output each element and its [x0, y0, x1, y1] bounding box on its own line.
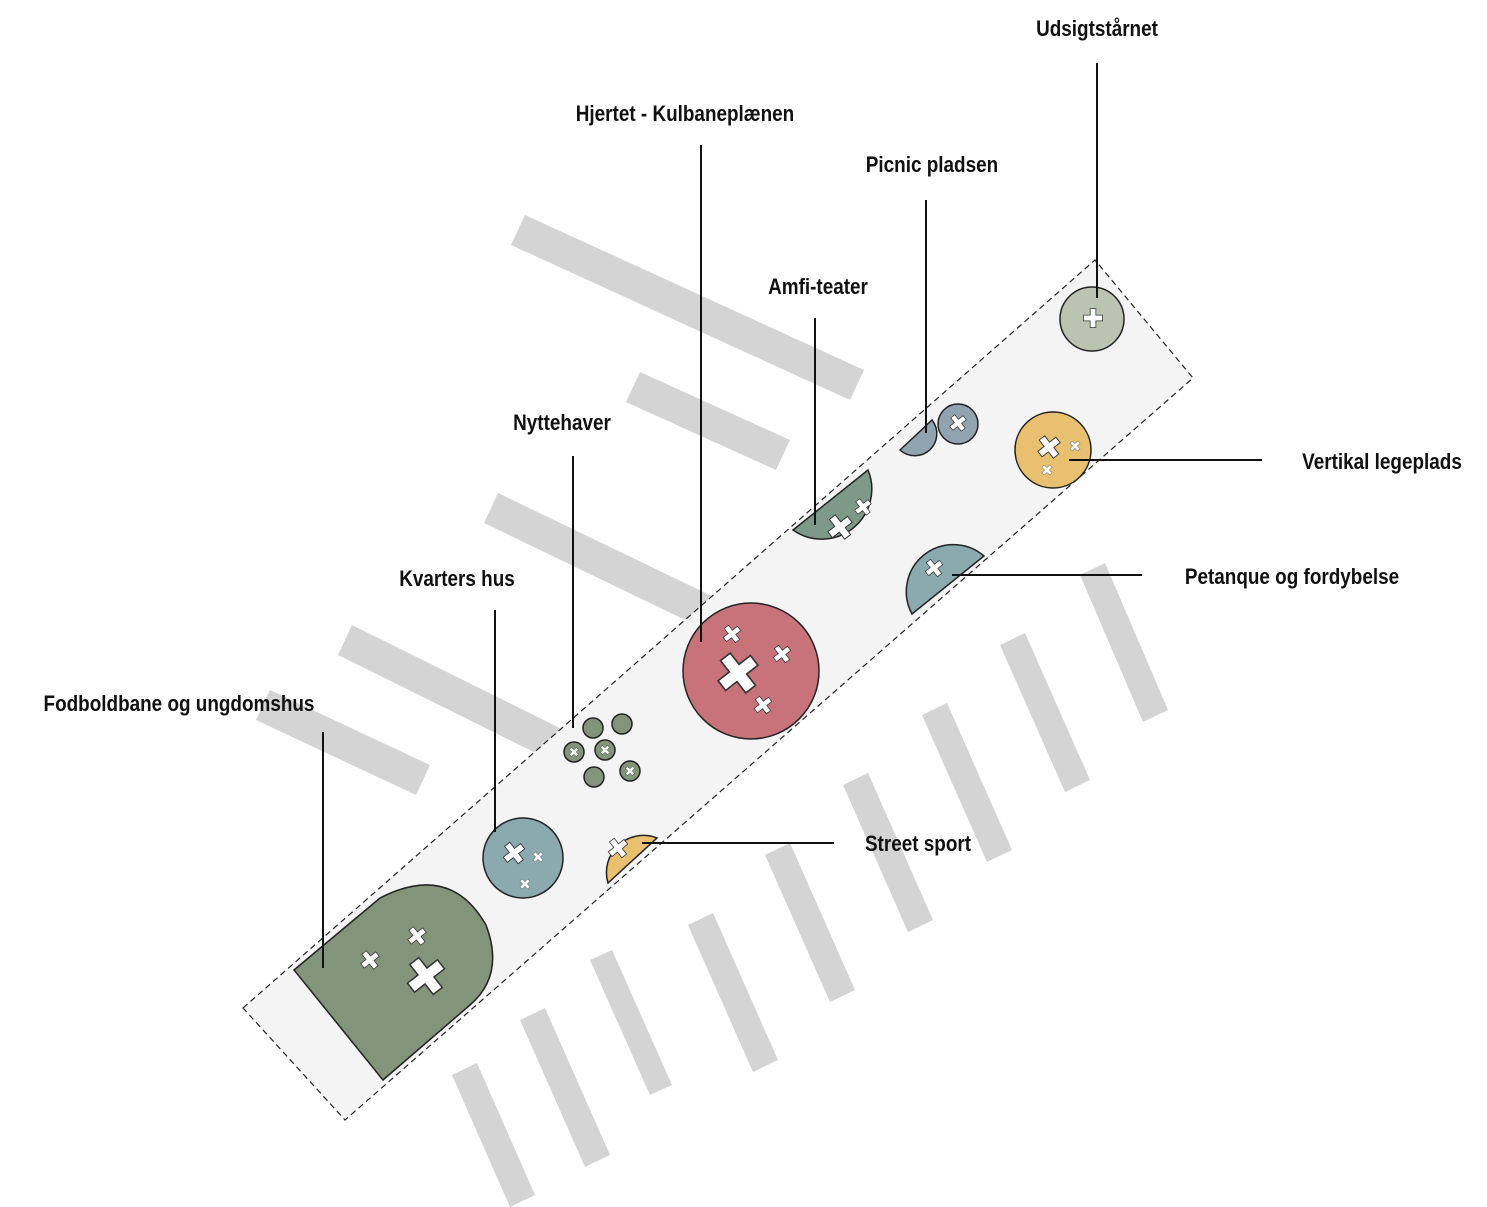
label-amfi-teater: Amfi-teater	[768, 275, 868, 300]
context-bar	[765, 843, 855, 1002]
context-bar	[590, 950, 672, 1095]
label-hjertet: Hjertet - Kulbaneplænen	[576, 102, 794, 127]
zone-shape	[292, 884, 494, 1082]
label-udsigtstarnet: Udsigtstårnet	[1036, 17, 1158, 42]
context-bar	[520, 1008, 610, 1167]
zone-street-sport	[603, 833, 659, 885]
garden-plot	[583, 766, 605, 788]
context-bar	[626, 372, 790, 470]
context-bar	[688, 913, 778, 1072]
zone-nyttehaver	[563, 713, 641, 788]
zone-vertikal-legeplads	[1014, 411, 1092, 489]
zone-fodboldbane	[292, 884, 494, 1082]
context-bars-upper	[256, 215, 864, 795]
context-bar	[452, 1063, 535, 1207]
context-bars-lower	[452, 563, 1168, 1207]
zone-shape	[898, 418, 938, 457]
zone-petanque	[905, 543, 986, 616]
zone-kvarters-hus	[482, 817, 564, 899]
context-bar	[256, 690, 430, 795]
context-bar	[511, 215, 864, 400]
label-fodboldbane: Fodboldbane og ungdomshus	[44, 692, 315, 717]
zone-picnic	[898, 403, 979, 457]
label-nyttehaver: Nyttehaver	[513, 411, 611, 436]
garden-plot	[611, 713, 633, 735]
garden-plot	[582, 717, 604, 739]
context-bar	[1080, 563, 1168, 722]
label-kvarters-hus: Kvarters hus	[399, 567, 515, 592]
labels: Udsigtstårnet Hjertet - Kulbaneplænen Pi…	[44, 17, 1462, 857]
zone-shape	[905, 543, 986, 616]
context-bar	[1000, 633, 1090, 792]
label-petanque: Petanque og fordybelse	[1185, 565, 1399, 590]
label-picnic-pladsen: Picnic pladsen	[866, 153, 998, 178]
context-bar	[843, 773, 933, 932]
context-bar	[338, 625, 574, 765]
label-vertikal-legeplads: Vertikal legeplads	[1302, 450, 1462, 475]
context-bar	[922, 703, 1012, 862]
context-bar	[484, 493, 720, 630]
zone-hjertet	[682, 602, 820, 740]
zone-udsigtstarnet	[1059, 286, 1125, 352]
zone-amfi-teater	[791, 468, 876, 546]
leader-lines	[322, 63, 1262, 968]
zone-shape	[482, 817, 564, 899]
label-street-sport: Street sport	[865, 832, 971, 857]
